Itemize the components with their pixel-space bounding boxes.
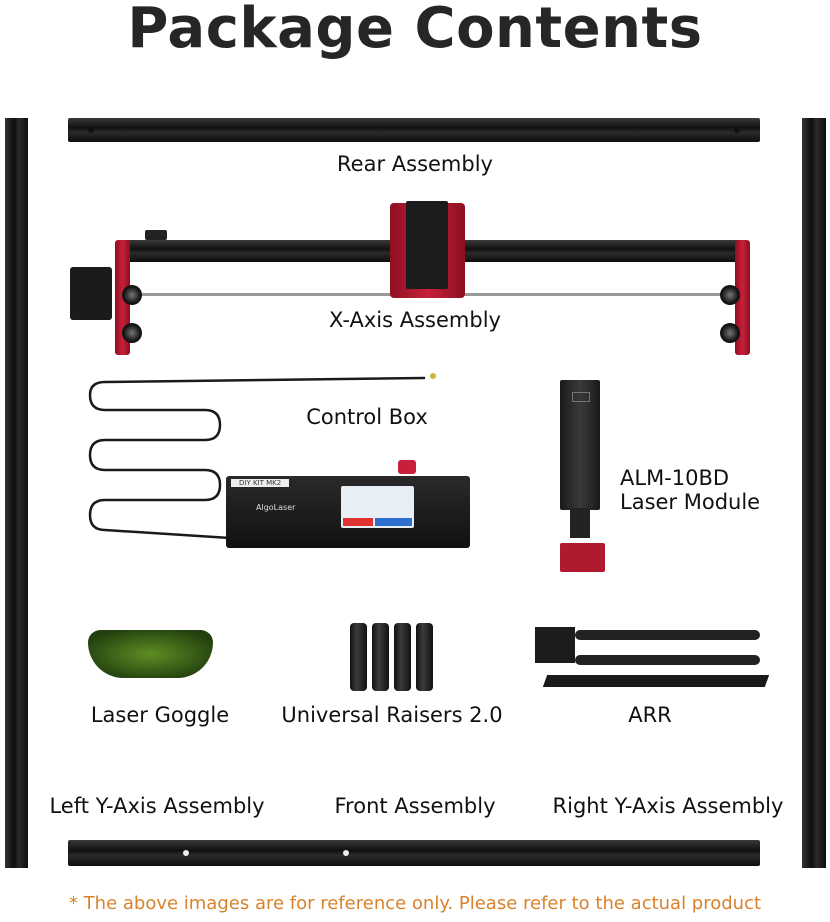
arr-label: ARR bbox=[628, 703, 672, 727]
laser-module-image bbox=[560, 380, 600, 510]
right-y-axis-rail bbox=[802, 118, 826, 868]
front-assembly-label: Front Assembly bbox=[334, 794, 496, 818]
front-assembly-rail bbox=[68, 840, 760, 866]
x-axis-assembly-label: X-Axis Assembly bbox=[329, 308, 501, 332]
control-box-label: Control Box bbox=[306, 405, 428, 429]
disclaimer-footer: * The above images are for reference onl… bbox=[68, 893, 762, 914]
emergency-stop-button bbox=[398, 460, 416, 474]
laser-goggle-image bbox=[88, 630, 213, 678]
x-axis-assembly-image bbox=[70, 195, 760, 360]
kit-label: DIY KIT MK2 bbox=[231, 479, 290, 487]
brand-logo: AlgoLaser bbox=[256, 503, 296, 512]
laser-module-model: ALM-10BD bbox=[620, 466, 730, 490]
laser-goggle-label: Laser Goggle bbox=[90, 703, 230, 727]
right-y-axis-label: Right Y-Axis Assembly bbox=[552, 794, 784, 818]
arr-image bbox=[535, 625, 770, 689]
touch-screen bbox=[341, 486, 414, 528]
left-y-axis-rail bbox=[5, 118, 28, 868]
page-title: Package Contents bbox=[127, 0, 703, 61]
rear-assembly-rail bbox=[68, 118, 760, 142]
universal-raisers-image bbox=[350, 623, 440, 693]
control-box-image: DIY KIT MK2 AlgoLaser bbox=[226, 476, 470, 548]
laser-module-label: Laser Module bbox=[620, 490, 761, 514]
control-box-cable bbox=[88, 373, 436, 540]
left-y-axis-label: Left Y-Axis Assembly bbox=[49, 794, 265, 818]
universal-raisers-label: Universal Raisers 2.0 bbox=[281, 703, 503, 727]
rear-assembly-label: Rear Assembly bbox=[337, 152, 493, 176]
